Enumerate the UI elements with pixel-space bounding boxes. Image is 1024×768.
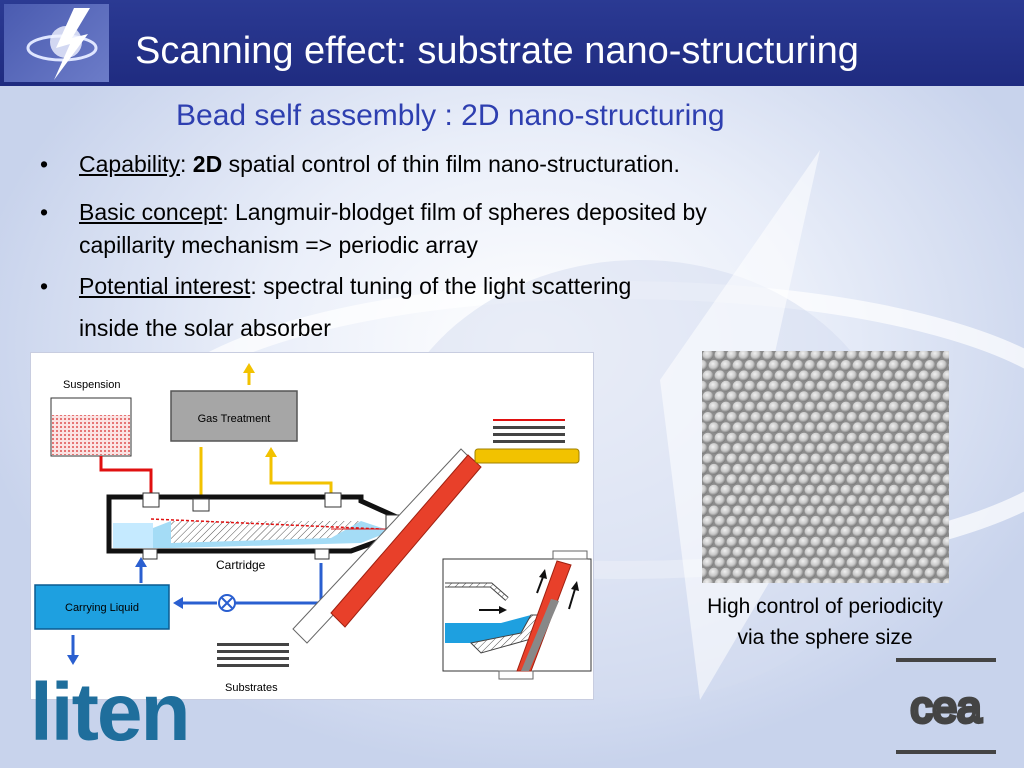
bullet-text-line2: capillarity mechanism => periodic array bbox=[79, 232, 478, 258]
drain-arrow-icon bbox=[67, 655, 79, 665]
bullet-term: Potential interest bbox=[79, 273, 251, 299]
page-title: Scanning effect: substrate nano-structur… bbox=[135, 30, 859, 72]
header-bar: Scanning effect: substrate nano-structur… bbox=[0, 0, 1024, 86]
exhaust-arrow-icon bbox=[243, 363, 255, 373]
cartridge-label: Cartridge bbox=[216, 558, 266, 572]
caption-line1: High control of periodicity bbox=[707, 595, 943, 618]
substrates-label: Substrates bbox=[225, 682, 278, 694]
gas-treatment-box bbox=[170, 390, 298, 442]
substrate-plate bbox=[330, 454, 482, 628]
zoom-inset bbox=[442, 558, 592, 672]
bullet-text-line2: inside the solar absorber bbox=[79, 315, 331, 341]
lightning-logo-icon bbox=[4, 4, 109, 82]
section-subtitle: Bead self assembly : 2D nano-structuring bbox=[176, 99, 725, 132]
output-substrates bbox=[493, 419, 565, 443]
liten-logo: liten bbox=[30, 667, 191, 758]
gas-treatment-label: Gas Treatment bbox=[198, 413, 271, 425]
cea-logo: cea bbox=[896, 656, 996, 756]
substrates-stack bbox=[217, 643, 289, 667]
bullet-text: : Langmuir-blodget film of spheres depos… bbox=[222, 199, 707, 225]
sphere-array-image bbox=[702, 351, 949, 583]
bullet-term: Basic concept bbox=[79, 199, 223, 225]
suspension-label: Suspension bbox=[63, 379, 121, 391]
bullet-text: : spectral tuning of the light scatterin… bbox=[250, 273, 632, 299]
bullet-marker: • bbox=[40, 151, 49, 177]
carrying-liquid-label: Carrying Liquid bbox=[65, 602, 139, 614]
bullet-marker: • bbox=[40, 199, 49, 225]
carrying-liquid-box bbox=[34, 584, 170, 630]
svg-text:cea: cea bbox=[911, 683, 982, 732]
deposition-diagram: Suspension Gas Treatment Cartridge Carry… bbox=[30, 352, 594, 700]
bullet-bold: 2D bbox=[192, 151, 223, 177]
bullet-text: spatial control of thin film nano-struct… bbox=[222, 151, 680, 177]
bullet-marker: • bbox=[40, 273, 49, 299]
suspension-liquid bbox=[52, 415, 130, 455]
substrate-holder bbox=[474, 448, 580, 464]
caption-line2: via the sphere size bbox=[737, 626, 913, 649]
bullet-term: Capability bbox=[79, 151, 180, 177]
suspension-flow-arrow bbox=[99, 456, 153, 503]
